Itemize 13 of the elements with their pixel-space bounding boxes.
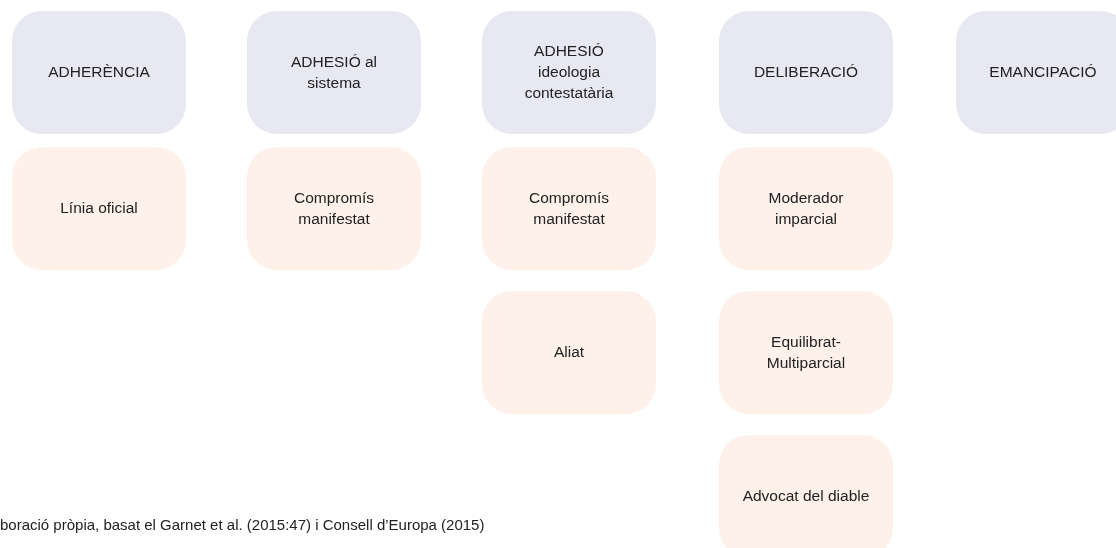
- box-label: Línia oficial: [60, 198, 138, 219]
- box-label: Moderador imparcial: [767, 187, 845, 229]
- caption: boració pròpia, basat el Garnet et al. (2015:47) i Consell d’Europa (2015): [0, 516, 485, 533]
- box-label: EMANCIPACIÓ: [989, 62, 1097, 83]
- box-label: Equilibrat-Multiparcial: [765, 331, 847, 373]
- box-label: Compromís manifestat: [292, 187, 376, 229]
- box-label: ADHERÈNCIA: [48, 62, 150, 83]
- box-label: ADHESIÓ ideologia contestatària: [523, 41, 615, 103]
- box-label: ADHESIÓ al sistema: [289, 51, 379, 93]
- box-label: DELIBERACIÓ: [753, 62, 859, 83]
- box-label: Aliat: [553, 342, 585, 363]
- box-label: Advocat del diable: [742, 486, 870, 507]
- box-label: Compromís manifestat: [527, 187, 611, 229]
